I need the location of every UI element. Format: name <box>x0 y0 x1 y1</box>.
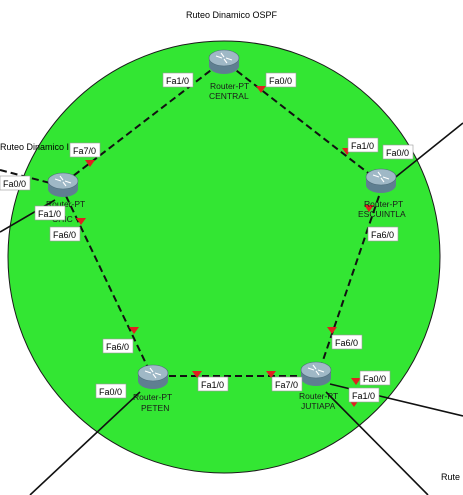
router-jutiapa-name: JUTIAPA <box>301 401 336 411</box>
svg-text:Fa6/0: Fa6/0 <box>106 342 129 352</box>
bottom-right-area-title: Rute <box>441 472 460 482</box>
external-links <box>0 122 463 495</box>
port-jutiapa-fa10[interactable]: Fa1/0 <box>348 387 380 403</box>
svg-text:Fa1/0: Fa1/0 <box>38 209 61 219</box>
svg-text:Fa7/0: Fa7/0 <box>73 146 96 156</box>
port-jutiapa-fa60[interactable]: Fa6/0 <box>331 334 363 350</box>
router-central-name: CENTRAL <box>209 91 249 101</box>
marker <box>266 371 276 378</box>
port-escuintla-fa00[interactable]: Fa0/0 <box>382 144 414 160</box>
svg-text:Fa0/0: Fa0/0 <box>386 148 409 158</box>
link-peten-external[interactable] <box>29 391 141 495</box>
marker <box>76 218 86 225</box>
router-escuintla-name: ESCUINTLA <box>358 209 406 219</box>
svg-text:Fa0/0: Fa0/0 <box>3 179 26 189</box>
router-jutiapa[interactable] <box>300 361 332 386</box>
router-peten-type: Router-PT <box>133 392 172 402</box>
svg-text:Fa6/0: Fa6/0 <box>53 230 76 240</box>
marker <box>256 86 266 93</box>
port-labels: Fa1/0 Fa0/0 Fa1/0 Fa0/0 Fa6/0 Fa6/0 Fa0/… <box>0 72 414 403</box>
ospf-area-circle <box>7 40 441 474</box>
router-left[interactable] <box>47 172 79 197</box>
port-left-fa70[interactable]: Fa7/0 <box>69 142 101 158</box>
svg-text:Fa1/0: Fa1/0 <box>166 76 189 86</box>
link-jutiapa-external-b[interactable] <box>325 391 429 495</box>
area-title: Ruteo Dinamico OSPF <box>186 10 278 20</box>
link-escuintla-external[interactable] <box>391 122 463 181</box>
svg-text:Fa0/0: Fa0/0 <box>363 374 386 384</box>
port-left-fa00[interactable]: Fa0/0 <box>0 175 31 191</box>
marker <box>327 327 337 334</box>
svg-text:Fa0/0: Fa0/0 <box>269 76 292 86</box>
link-left-external-solid[interactable] <box>0 199 56 233</box>
port-central-fa00[interactable]: Fa0/0 <box>265 72 297 88</box>
left-area-title: Ruteo Dinamico I <box>0 142 69 152</box>
router-left-type: Router-PT <box>46 199 85 209</box>
marker <box>192 371 202 378</box>
port-left-fa60[interactable]: Fa6/0 <box>49 226 81 242</box>
router-peten[interactable] <box>137 364 169 389</box>
marker <box>129 327 139 334</box>
svg-text:Fa6/0: Fa6/0 <box>371 230 394 240</box>
svg-text:Fa6/0: Fa6/0 <box>335 338 358 348</box>
marker <box>364 205 374 212</box>
router-escuintla[interactable] <box>365 168 397 193</box>
marker <box>351 378 361 385</box>
svg-text:Fa1/0: Fa1/0 <box>352 391 375 401</box>
port-left-fa10[interactable]: Fa1/0 <box>34 205 66 221</box>
port-escuintla-fa10[interactable]: Fa1/0 <box>347 137 379 153</box>
svg-text:Fa1/0: Fa1/0 <box>351 141 374 151</box>
router-peten-name: PETEN <box>141 403 169 413</box>
port-peten-fa60[interactable]: Fa6/0 <box>102 338 134 354</box>
router-escuintla-type: Router-PT <box>364 199 403 209</box>
svg-text:Fa1/0: Fa1/0 <box>201 380 224 390</box>
svg-text:Fa0/0: Fa0/0 <box>99 387 122 397</box>
marker <box>85 160 95 167</box>
router-central-type: Router-PT <box>210 81 249 91</box>
port-jutiapa-fa70[interactable]: Fa7/0 <box>271 376 303 392</box>
svg-text:Fa7/0: Fa7/0 <box>275 380 298 390</box>
port-jutiapa-fa00[interactable]: Fa0/0 <box>359 370 391 386</box>
port-peten-fa10[interactable]: Fa1/0 <box>197 376 229 392</box>
router-jutiapa-type: Router-PT <box>299 391 338 401</box>
port-escuintla-fa60[interactable]: Fa6/0 <box>367 226 399 242</box>
port-central-fa10[interactable]: Fa1/0 <box>162 72 194 88</box>
port-peten-fa00[interactable]: Fa0/0 <box>95 383 127 399</box>
router-central[interactable] <box>208 49 240 74</box>
link-escuintla-jutiapa[interactable] <box>318 195 380 373</box>
